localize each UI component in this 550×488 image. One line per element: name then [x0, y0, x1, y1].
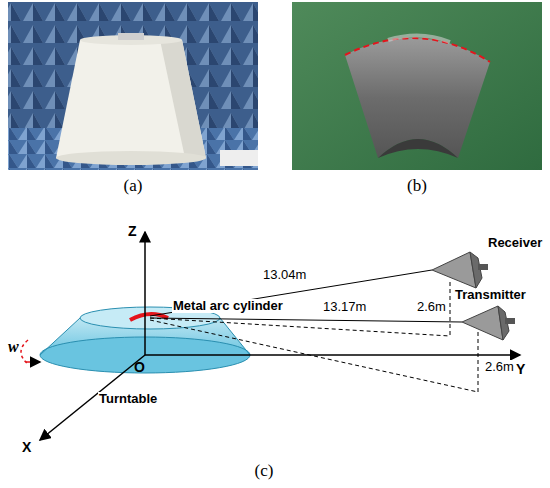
- axes: [40, 232, 520, 440]
- panel-label: (b): [407, 177, 427, 196]
- height-label: 2.6m: [484, 360, 515, 374]
- axis-label: Z: [128, 224, 137, 239]
- axis-label: Y: [516, 362, 525, 377]
- part-label: Metal arc cylinder: [172, 299, 284, 313]
- distance-label: 13.04m: [262, 268, 307, 282]
- axis-label: X: [22, 440, 31, 455]
- height-label: 2.6m: [416, 300, 447, 314]
- cylinder-photo: [292, 2, 542, 170]
- chamber-photo: [8, 2, 258, 170]
- part-label: Turntable: [98, 392, 158, 406]
- device-label: Transmitter: [455, 288, 526, 302]
- panel-label: (c): [255, 462, 274, 481]
- origin-label: O: [134, 360, 145, 375]
- panel-label: (a): [124, 177, 143, 196]
- distance-label: 13.17m: [322, 300, 367, 314]
- width-label: w: [8, 338, 19, 356]
- device-label: Receiver: [488, 236, 542, 250]
- range-lines: [150, 270, 478, 392]
